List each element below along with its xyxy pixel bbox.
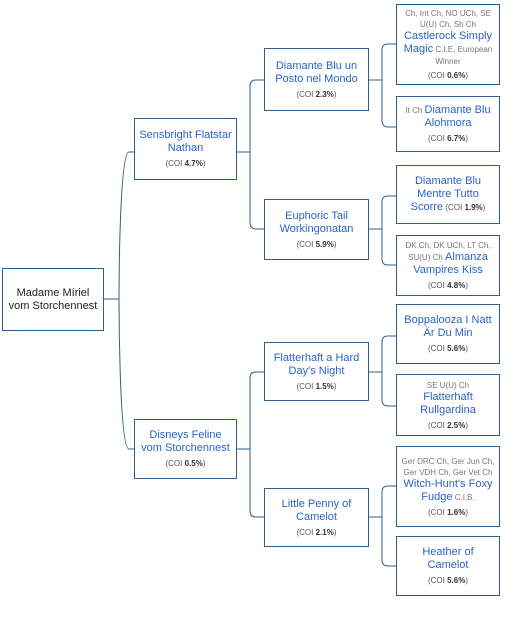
connector-g2c <box>369 335 396 373</box>
ancestor-coi: (COI 4.8%) <box>427 281 469 290</box>
connector-g1b-b <box>249 449 264 518</box>
ancestor-coi: (COI 1.9%) <box>445 203 486 212</box>
connector-g1a-b <box>249 152 264 230</box>
sire-coi: (COI 4.7%) <box>165 159 206 168</box>
sire-sire-card[interactable]: Diamante Blu un Posto nel Mondo (COI 2.3… <box>264 48 369 111</box>
dam-coi: (COI 0.5%) <box>165 459 206 468</box>
connector-g2b <box>369 195 396 230</box>
dam-sire-name-link[interactable]: Flatterhaft a Hard Day's Night <box>273 351 360 377</box>
sire-sire-name-link[interactable]: Diamante Blu un Posto nel Mondo <box>275 59 358 85</box>
connector-g2d <box>369 485 396 518</box>
ancestor-card[interactable]: It Ch Diamante Blu Alohmora (COI 6.7%) <box>396 96 500 152</box>
dam-sire-card[interactable]: Flatterhaft a Hard Day's Night (COI 1.5%… <box>264 342 369 401</box>
ancestor-name-link[interactable]: Diamante Blu Mentre Tutto Scorre <box>410 175 482 213</box>
ancestor-titles: Diamante Blu Mentre Tutto Scorre (COI 1.… <box>401 175 495 214</box>
ancestor-name-link[interactable]: Boppalooza I Natt Är Du Min <box>404 314 492 339</box>
connector-g2c-b <box>381 372 396 407</box>
ancestor-coi: (COI 5.6%) <box>427 344 469 353</box>
ancestor-suffix: C.I.B. <box>454 492 475 502</box>
ancestor-card[interactable]: Boppalooza I Natt Är Du Min (COI 5.6%) <box>396 304 500 364</box>
sire-dam-card[interactable]: Euphoric Tail Workingonatan (COI 5.9%) <box>264 199 369 260</box>
ancestor-coi: (COI 5.6%) <box>427 576 469 585</box>
ancestor-name-link[interactable]: Flatterhaft Rullgardina <box>420 390 476 416</box>
ancestor-card[interactable]: SE U(U) Ch Flatterhaft Rullgardina (COI … <box>396 374 500 436</box>
ancestor-name-link[interactable]: Diamante Blu Alohmora <box>424 104 491 129</box>
subject-dog-name: Madame Míriel vom Storchennest <box>8 286 98 312</box>
sire-name-link[interactable]: Sensbright Flatstar Nathan <box>139 129 232 154</box>
dam-sire-coi: (COI 1.5%) <box>296 381 337 391</box>
ancestor-name-link[interactable]: Heather of Camelot <box>422 546 474 571</box>
dam-card[interactable]: Disneys Feline vom Storchennest (COI 0.5… <box>134 419 237 479</box>
ancestor-titles: Ch, Int Ch, NO UCh, SE U(U) Ch, Sh Ch Ca… <box>403 9 493 66</box>
connector-g2b-b <box>381 229 396 266</box>
dam-name-link[interactable]: Disneys Feline vom Storchennest <box>141 429 230 454</box>
connector-g1a <box>237 79 264 153</box>
ancestor-coi: (COI 1.6%) <box>427 507 469 517</box>
ancestor-titles: SE U(U) Ch <box>426 380 470 390</box>
ancestor-name-link[interactable]: Castlerock Simply Magic <box>403 30 493 55</box>
connector-g2d-b <box>381 517 396 567</box>
ancestor-coi: (COI 6.7%) <box>427 134 469 143</box>
ancestor-coi: (COI 2.5%) <box>427 420 469 430</box>
connector-root-dam <box>118 298 134 450</box>
ancestor-name-link[interactable]: Witch-Hunt's Foxy Fudge <box>403 477 493 503</box>
ancestor-suffix: C.I.E, European Winner <box>435 45 493 66</box>
ancestor-titles: Ger DRC Ch, Ger Jun Ch, Ger VDH Ch, Ger … <box>401 456 495 503</box>
ancestor-coi: (COI 0.6%) <box>427 71 469 80</box>
ancestor-titles: It Ch Diamante Blu Alohmora <box>405 104 491 129</box>
sire-sire-coi: (COI 2.3%) <box>296 89 337 99</box>
dam-dam-card[interactable]: Little Penny of Camelot (COI 2.1%) <box>264 488 369 547</box>
ancestor-card[interactable]: Ch, Int Ch, NO UCh, SE U(U) Ch, Sh Ch Ca… <box>396 4 500 85</box>
connector-root-sire <box>118 151 134 300</box>
connector-g2a <box>369 43 396 81</box>
ancestor-card[interactable]: Ger DRC Ch, Ger Jun Ch, Ger VDH Ch, Ger … <box>396 446 500 527</box>
sire-dam-coi: (COI 5.9%) <box>296 239 337 249</box>
ancestor-card[interactable]: DK Ch, DK UCh, LT Ch, SU(U) Ch Almanza V… <box>396 235 500 296</box>
ancestor-titles: DK Ch, DK UCh, LT Ch, SU(U) Ch Almanza V… <box>405 241 491 276</box>
sire-card[interactable]: Sensbright Flatstar Nathan (COI 4.7%) <box>134 118 237 180</box>
ancestor-card[interactable]: Diamante Blu Mentre Tutto Scorre (COI 1.… <box>396 165 500 224</box>
sire-dam-name-link[interactable]: Euphoric Tail Workingonatan <box>279 209 354 235</box>
connector-g2a-b <box>381 80 396 128</box>
ancestor-card[interactable]: Heather of Camelot (COI 5.6%) <box>396 536 500 596</box>
subject-dog-card: Madame Míriel vom Storchennest <box>2 268 104 331</box>
dam-dam-name-link[interactable]: Little Penny of Camelot <box>281 497 352 523</box>
ancestor-name-link[interactable]: Almanza Vampires Kiss <box>413 251 488 276</box>
dam-dam-coi: (COI 2.1%) <box>296 527 337 537</box>
connector-g1b <box>237 371 264 450</box>
